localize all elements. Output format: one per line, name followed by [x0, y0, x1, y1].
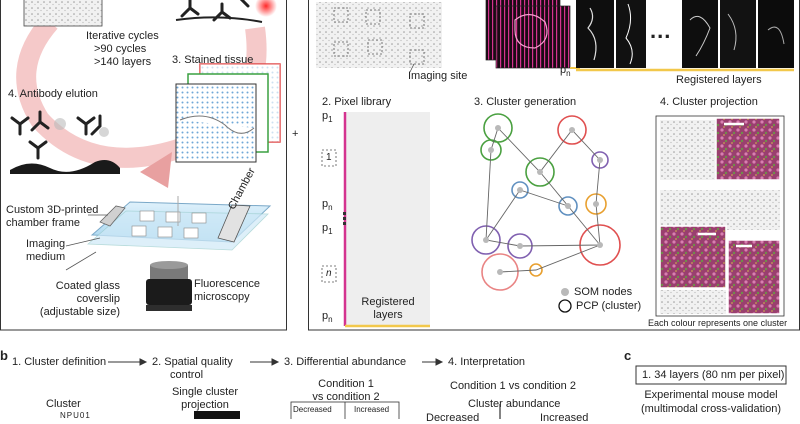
coverslip-line1: Coated glass: [55, 280, 120, 292]
step3-label: 3. Differential abundance: [284, 356, 407, 368]
p1-label-b: p1: [322, 222, 333, 237]
colour-caption: Each colour represents one cluster: [648, 318, 788, 328]
registered-layer-tiles: [576, 0, 794, 68]
single-cluster-line2: projection: [181, 399, 229, 411]
mouse-model-line2: (multimodal cross-validation): [641, 403, 781, 415]
right-panel: [308, 0, 800, 331]
single-cluster-label: Single cluster projection: [160, 386, 250, 412]
imaging-site-boxes: [333, 7, 425, 65]
chamber-frame-line1: Custom 3D-printed: [6, 204, 99, 216]
pcp-legend-icon: [558, 299, 572, 313]
section-c-label: c: [624, 348, 632, 363]
cluster-projection-thumb: [194, 411, 240, 419]
plus-sign: +: [292, 128, 299, 140]
layers-box: [635, 365, 787, 385]
single-cluster-line1: Single cluster: [171, 386, 239, 398]
stained-tissue-label: 3. Stained tissue: [172, 54, 254, 66]
cluster-word: Cluster: [46, 398, 81, 410]
imaging-site-label: Imaging site: [408, 70, 468, 82]
chamber-frame-label: Custom 3D-printed chamber frame: [6, 204, 98, 230]
condition-label: Condition 1 vs condition 2: [296, 378, 396, 404]
layers-ellipsis: ...: [650, 18, 672, 43]
layers-box-text: 1. 34 layers (80 nm per pixel): [642, 369, 785, 381]
coverslip-line2: coverslip: [76, 293, 120, 305]
cycles-text: Iterative cycles >90 cycles >140 layers: [86, 30, 159, 69]
chamber-frame-line2: chamber frame: [6, 217, 80, 229]
registered-layers-bottom-line2: layers: [373, 309, 403, 321]
fluorescence-line2: microscopy: [194, 291, 250, 303]
step2-line1: 2. Spatial quality: [152, 356, 233, 368]
imaging-medium-line1: Imaging: [26, 238, 66, 250]
p1-label-a: p1: [322, 110, 333, 125]
pcp-cluster-label: PCP (cluster): [576, 300, 642, 312]
elution-antibodies-icon: [10, 110, 102, 160]
cycle-arrowhead: [140, 152, 172, 188]
objective-icon: [146, 261, 192, 311]
cluster-projection: [655, 115, 785, 317]
imaging-chamber: [86, 196, 272, 251]
cycles-line3: >140 layers: [94, 56, 152, 68]
fluorescence-line1: Fluorescence: [194, 278, 261, 290]
magenta-layer-stack: [485, 0, 571, 69]
step4-label: 4. Interpretation: [448, 356, 526, 368]
pn-label-b: pn: [322, 310, 333, 325]
condition-line2: vs condition 2: [312, 391, 380, 403]
fluorophore-icon: [255, 0, 277, 17]
pn-top-label: pn: [560, 64, 571, 79]
tissue-surface: [10, 160, 120, 174]
pn-label-a: pn: [322, 198, 333, 213]
cluster-abundance-label: Cluster abundance: [468, 398, 561, 410]
imaging-site-tissue: [316, 2, 442, 68]
partial-cluster-label: NPU01: [60, 411, 91, 420]
som-node-dots: [483, 125, 603, 275]
cond-vs-label: Condition 1 vs condition 2: [450, 380, 576, 392]
pixel-library-bg: [346, 112, 430, 326]
antibody-elution-label: 4. Antibody elution: [8, 88, 98, 100]
cycles-line1: Iterative cycles: [86, 30, 159, 42]
fluorescence-label: Fluorescence microscopy: [194, 278, 260, 304]
cluster-generation-title: 3. Cluster generation: [474, 96, 577, 108]
section-b-label: b: [0, 348, 8, 363]
tissue-thumbnail: [23, 0, 103, 27]
registered-layers-bottom-line1: Registered: [361, 296, 415, 308]
pixel-box-1-label: 1: [326, 152, 332, 163]
registered-layers-bottom-label: Registered layers: [358, 296, 418, 322]
increased-cell: Increased: [354, 405, 390, 414]
left-panel-frame: [0, 0, 287, 331]
stained-tissue-stack: [175, 63, 281, 163]
imaging-medium-line2: medium: [26, 251, 66, 263]
pixel-box-n: [321, 265, 337, 283]
step2-line2: control: [170, 369, 204, 381]
mouse-model-line1: Experimental mouse model: [644, 389, 778, 401]
decreased-arrow-label: Decreased: [426, 412, 480, 424]
pixel-box-n-label: n: [326, 268, 332, 279]
coverslip-line3: (adjustable size): [39, 306, 120, 318]
cycles-line2: >90 cycles: [94, 43, 147, 55]
step2-label: 2. Spatial quality control: [152, 356, 233, 382]
pixel-library-title: 2. Pixel library: [322, 96, 392, 108]
left-panel: [0, 0, 287, 331]
imaging-medium-label: Imaging medium: [26, 238, 65, 264]
coverslip-label: Coated glass coverslip (adjustable size): [30, 280, 120, 319]
step1-label: 1. Cluster definition: [12, 356, 107, 368]
som-nodes-legend-icon: [561, 288, 569, 296]
decreased-cell: Decreased: [293, 405, 332, 414]
condition-line1: Condition 1: [318, 378, 374, 390]
registered-layers-top-label: Registered layers: [676, 74, 762, 86]
cluster-projection-title: 4. Cluster projection: [660, 96, 758, 108]
pixel-box-1: [321, 149, 337, 167]
vertical-ellipsis-icon: [343, 212, 346, 225]
increased-arrow-label: Increased: [540, 412, 589, 424]
workflow-arrows: [108, 358, 444, 366]
mouse-model-text: Experimental mouse model (multimodal cro…: [636, 388, 786, 416]
som-nodes-label: SOM nodes: [574, 286, 633, 298]
